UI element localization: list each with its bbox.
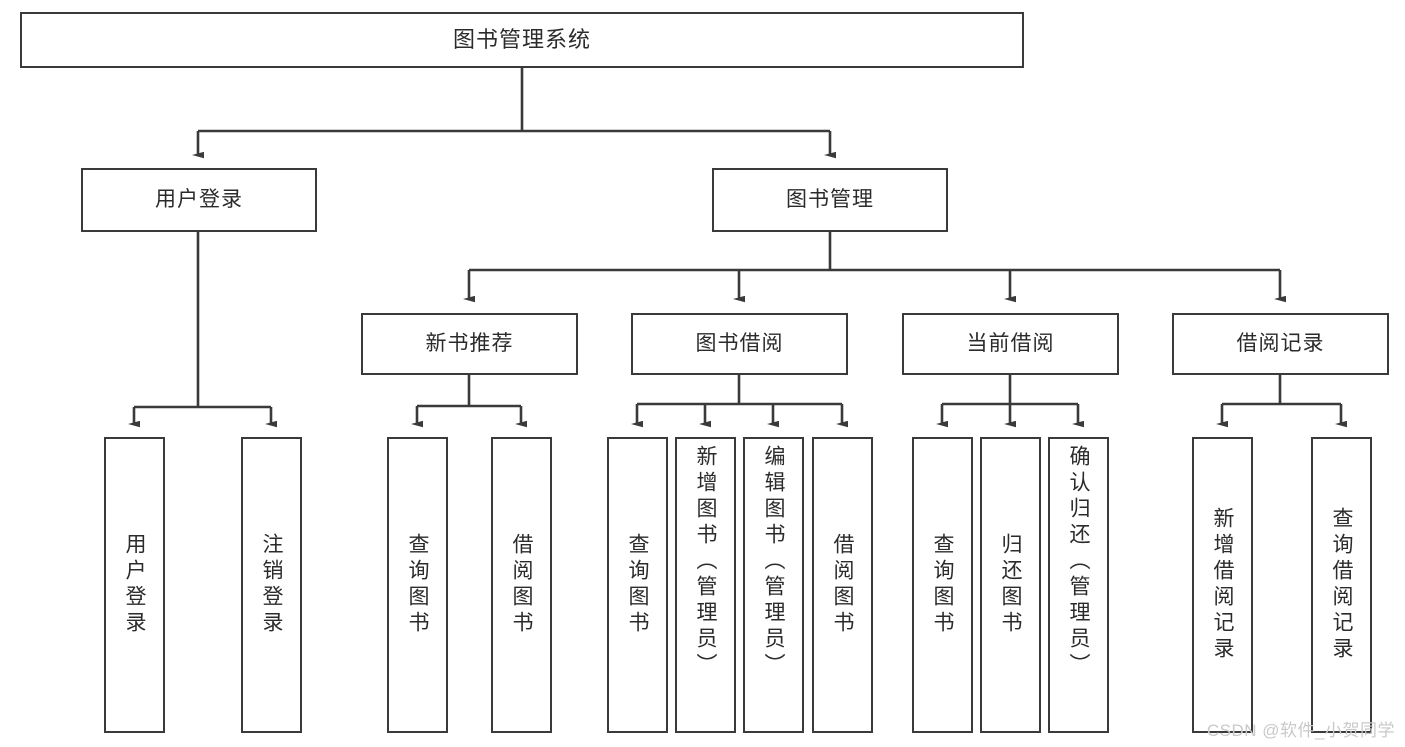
node-book-management[interactable]: 图书管理: [712, 168, 948, 232]
node-label: 图书借阅: [695, 331, 784, 355]
node-label: 图书管理: [786, 187, 874, 211]
node-label: 查询借阅记录: [1330, 507, 1353, 663]
node-label: 注销登录: [260, 533, 283, 637]
leaf-record-add-record[interactable]: 新增借阅记录: [1192, 437, 1253, 733]
leaf-borrow-borrow-book[interactable]: 借阅图书: [812, 437, 873, 733]
leaf-new-book-borrow[interactable]: 借阅图书: [491, 437, 552, 733]
node-label: 新增图书（管理员）: [694, 445, 717, 679]
node-label: 查询图书: [626, 533, 649, 637]
node-borrow-record[interactable]: 借阅记录: [1172, 313, 1389, 375]
leaf-current-return-book[interactable]: 归还图书: [980, 437, 1041, 733]
leaf-user-login-logout[interactable]: 注销登录: [241, 437, 302, 733]
node-new-book-recommend[interactable]: 新书推荐: [361, 313, 578, 375]
leaf-current-confirm-return[interactable]: 确认归还（管理员）: [1048, 437, 1109, 733]
node-root-system[interactable]: 图书管理系统: [20, 12, 1024, 68]
node-current-borrow[interactable]: 当前借阅: [902, 313, 1119, 375]
node-label: 图书管理系统: [452, 27, 591, 53]
leaf-borrow-edit-book[interactable]: 编辑图书（管理员）: [743, 437, 804, 733]
node-label: 用户登录: [155, 187, 243, 211]
node-label: 新书推荐: [425, 331, 514, 355]
leaf-new-book-query[interactable]: 查询图书: [387, 437, 448, 733]
leaf-current-query-book[interactable]: 查询图书: [912, 437, 973, 733]
node-book-borrow[interactable]: 图书借阅: [631, 313, 848, 375]
node-label: 借阅图书: [510, 533, 533, 637]
node-label: 借阅图书: [831, 533, 854, 637]
node-label: 编辑图书（管理员）: [762, 445, 785, 679]
leaf-borrow-query-book[interactable]: 查询图书: [607, 437, 668, 733]
node-label: 归还图书: [999, 533, 1022, 637]
node-label: 借阅记录: [1236, 331, 1325, 355]
node-label: 查询图书: [406, 533, 429, 637]
node-label: 新增借阅记录: [1211, 507, 1234, 663]
node-user-login[interactable]: 用户登录: [81, 168, 317, 232]
node-label: 当前借阅: [966, 331, 1055, 355]
leaf-record-query-record[interactable]: 查询借阅记录: [1311, 437, 1372, 733]
node-label: 查询图书: [931, 533, 954, 637]
node-label: 用户登录: [123, 533, 146, 637]
leaf-borrow-add-book[interactable]: 新增图书（管理员）: [675, 437, 736, 733]
node-label: 确认归还（管理员）: [1067, 445, 1090, 679]
leaf-user-login-login[interactable]: 用户登录: [104, 437, 165, 733]
